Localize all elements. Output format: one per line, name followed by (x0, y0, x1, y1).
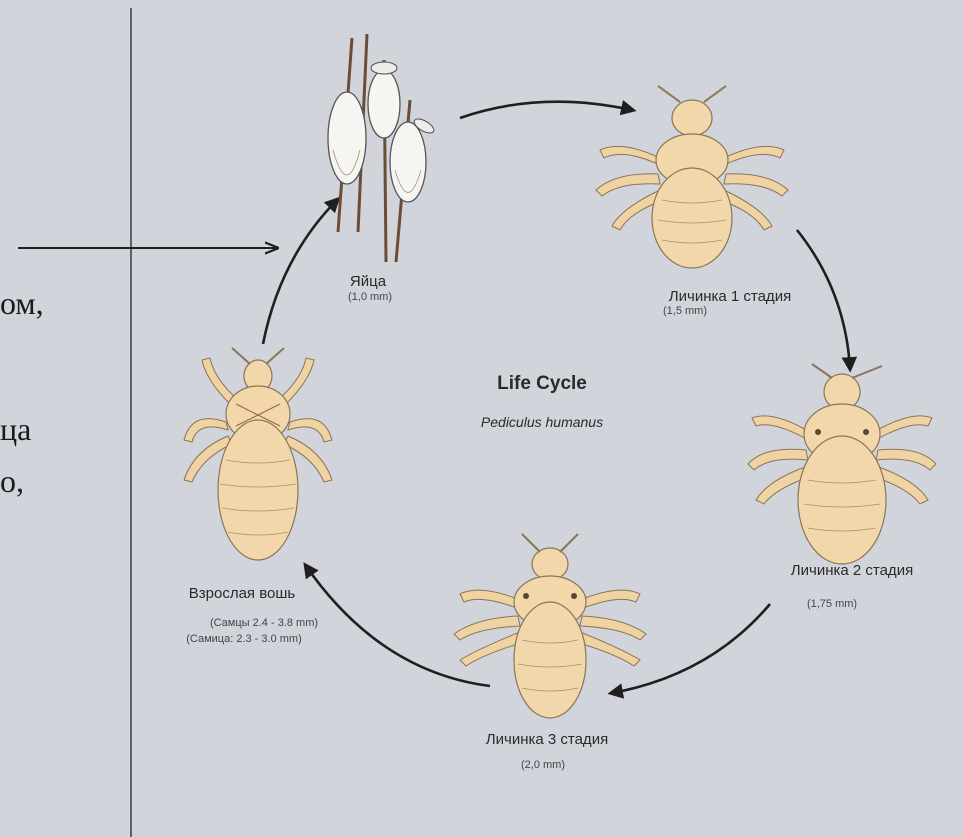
stage-label-nymph-3: Личинка 3 стадия (486, 731, 608, 748)
diagram-title: Life Cycle (497, 373, 587, 394)
stage-size-nymph-3: (2,0 mm) (521, 759, 565, 771)
stage-label-eggs: Яйца (350, 273, 387, 290)
cycle-arrow-nymph2-to-nymph3 (612, 604, 770, 693)
stage-size-nymph-2: (1,75 mm) (807, 598, 857, 610)
stage-label-adult: Взрослая вошь (189, 585, 296, 602)
stage-size-eggs: (1,0 mm) (348, 291, 392, 303)
cycle-arrow-nymph1-to-nymph2 (797, 230, 850, 368)
stage-size-adult-male: (Самцы 2.4 - 3.8 mm) (210, 617, 318, 629)
stage-size-adult-female: (Самица: 2.3 - 3.0 mm) (186, 633, 302, 645)
adult-louse-illustration (184, 348, 332, 560)
cycle-arrow-adult-to-eggs (263, 200, 337, 344)
cycle-arrow-nymph3-to-adult (306, 566, 490, 686)
nymph-stage-2-illustration (748, 364, 936, 564)
stage-label-nymph-1: Личинка 1 стадия (669, 288, 791, 305)
stage-label-nymph-2: Личинка 2 стадия (791, 562, 913, 579)
nymph-stage-1-illustration (596, 86, 788, 268)
eggs-illustration (328, 34, 436, 262)
stage-size-nymph-1: (1,5 mm) (663, 305, 707, 317)
nymph-stage-3-illustration (454, 534, 646, 718)
cycle-arrow-eggs-to-nymph1 (460, 102, 632, 118)
diagram-subtitle: Pediculus humanus (481, 414, 603, 430)
